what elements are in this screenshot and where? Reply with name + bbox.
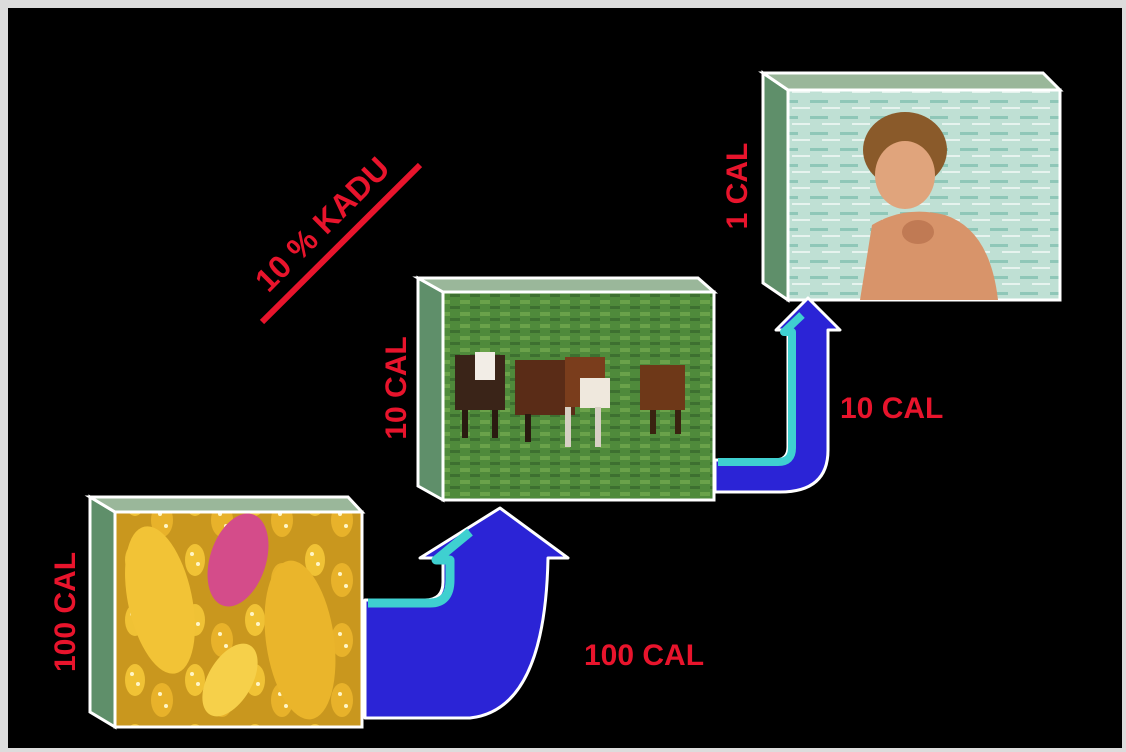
- corn-box: [90, 497, 362, 727]
- kadu-label: 10 % KADU: [248, 150, 397, 299]
- flow-energy-label-1: 100 CAL: [584, 639, 704, 672]
- child-box-side: [763, 73, 788, 300]
- corn-box-side: [90, 497, 115, 727]
- flow-arrow-cattle-to-child: [715, 298, 840, 492]
- cattle-box: [418, 278, 714, 500]
- cattle-energy-label: 10 CAL: [380, 336, 413, 439]
- corn-energy-label: 100 CAL: [49, 552, 82, 672]
- flow-energy-label-2: 10 CAL: [840, 392, 943, 425]
- flow-arrow-corn-to-cattle: [365, 508, 568, 718]
- flow-arrow-highlight: [718, 315, 802, 462]
- cattle-box-side: [418, 278, 443, 500]
- cattle-box-top: [418, 278, 714, 292]
- corn-box-top: [90, 497, 362, 512]
- child-energy-label: 1 CAL: [721, 143, 754, 230]
- child-box: [763, 73, 1060, 300]
- child-box-top: [763, 73, 1060, 90]
- kadu-annotation: 10 % KADU: [248, 150, 420, 322]
